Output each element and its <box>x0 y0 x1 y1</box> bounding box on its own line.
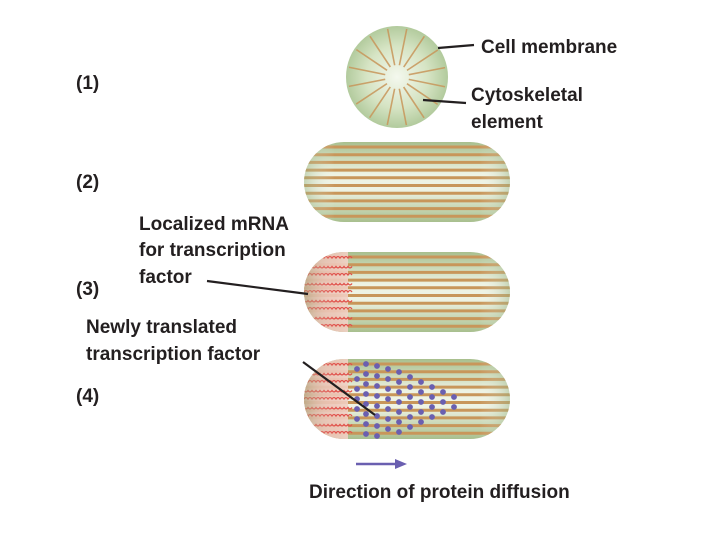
cytoskeleton-spokes <box>348 28 446 126</box>
diffusion-arrow <box>356 459 407 469</box>
mrna-label-line2: for transcription <box>139 240 286 261</box>
spoke <box>348 78 386 88</box>
spoke <box>402 86 425 119</box>
cytoskeletal-label-line1: Cytoskeletal <box>471 85 583 106</box>
step-label-4: (4) <box>76 386 99 407</box>
cytoskeletal-leader <box>422 98 467 105</box>
spoke <box>348 66 386 76</box>
spoke <box>406 49 439 72</box>
spoke <box>398 28 408 66</box>
step-label-1: (1) <box>76 73 99 94</box>
tf-label-line2: transcription factor <box>86 344 261 365</box>
spoke <box>369 35 392 68</box>
spoke <box>355 82 388 105</box>
cell-membrane-label: Cell membrane <box>481 37 617 58</box>
cell-membrane-leader <box>437 43 475 50</box>
rod-cell-4 <box>304 359 510 439</box>
spoke <box>386 28 396 66</box>
spoke <box>408 66 446 76</box>
step-label-3: (3) <box>76 279 99 300</box>
mrna-label-line3: factor <box>139 267 192 288</box>
mrna-label-line1: Localized mRNA <box>139 214 289 235</box>
cytoskeletal-label-line2: element <box>471 112 543 133</box>
spoke <box>398 88 408 126</box>
round-cell <box>346 26 448 128</box>
rod-cell-2 <box>304 142 510 222</box>
mrna-leader <box>206 279 309 296</box>
spoke <box>403 35 426 68</box>
step-label-2: (2) <box>76 172 99 193</box>
spoke <box>408 78 446 88</box>
spoke <box>368 86 391 119</box>
tf-label-line1: Newly translated <box>86 317 237 338</box>
rod-cell-3 <box>304 252 510 332</box>
diffusion-label: Direction of protein diffusion <box>309 482 570 503</box>
spoke <box>386 88 396 126</box>
spoke <box>355 48 388 71</box>
tf-leader <box>302 361 376 416</box>
